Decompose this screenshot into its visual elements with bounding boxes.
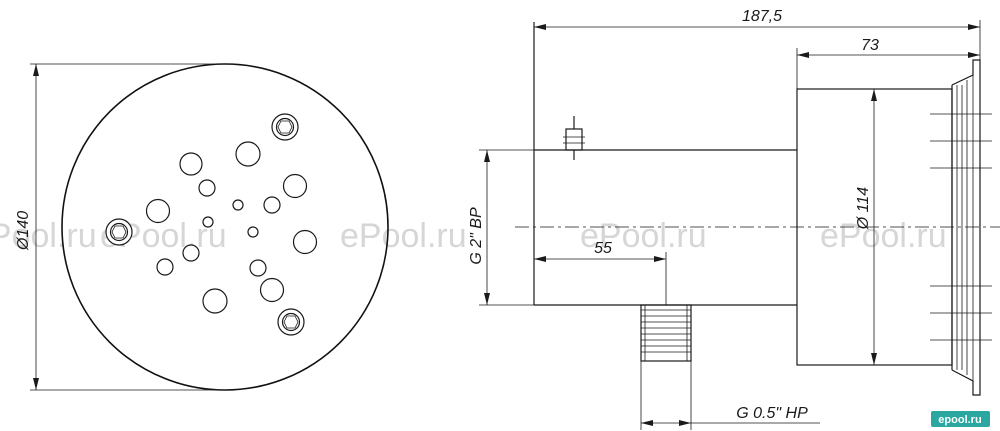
watermark-1: ePool.ru <box>0 217 97 255</box>
flange-depth-label: 73 <box>861 37 879 54</box>
inlet-thread-label: G 2" ВР <box>468 207 485 265</box>
logo-text: epool.ru <box>938 414 981 426</box>
arrow-up <box>33 64 39 76</box>
arrow-down <box>33 378 39 390</box>
screw-left <box>105 218 133 246</box>
watermark-5: ePool.ru <box>820 217 947 255</box>
total-length-label: 187,5 <box>742 8 782 25</box>
flange-detail-marks <box>930 113 992 341</box>
top-bolt <box>563 116 585 160</box>
side-view: 187,5 73 Ø 114 G 2" ВР 55 G 0.5" НР <box>468 8 1000 430</box>
watermark-4: ePool.ru <box>580 217 707 255</box>
screw-top <box>271 113 299 141</box>
outlet-thread-label: G 0.5" НР <box>736 405 808 422</box>
threaded-outlet <box>640 304 692 362</box>
screw-bottom <box>277 308 305 336</box>
body-diameter-label: Ø 114 <box>855 187 872 231</box>
outlet-offset-label: 55 <box>594 240 612 257</box>
outer-diameter-label: Ø140 <box>15 211 32 251</box>
epool-logo: epool.ru <box>931 411 990 427</box>
watermark-3: ePool.ru <box>340 217 467 255</box>
nozzle-holes <box>145 141 318 314</box>
front-view: Ø140 <box>15 63 389 391</box>
flange-outline <box>951 59 981 396</box>
